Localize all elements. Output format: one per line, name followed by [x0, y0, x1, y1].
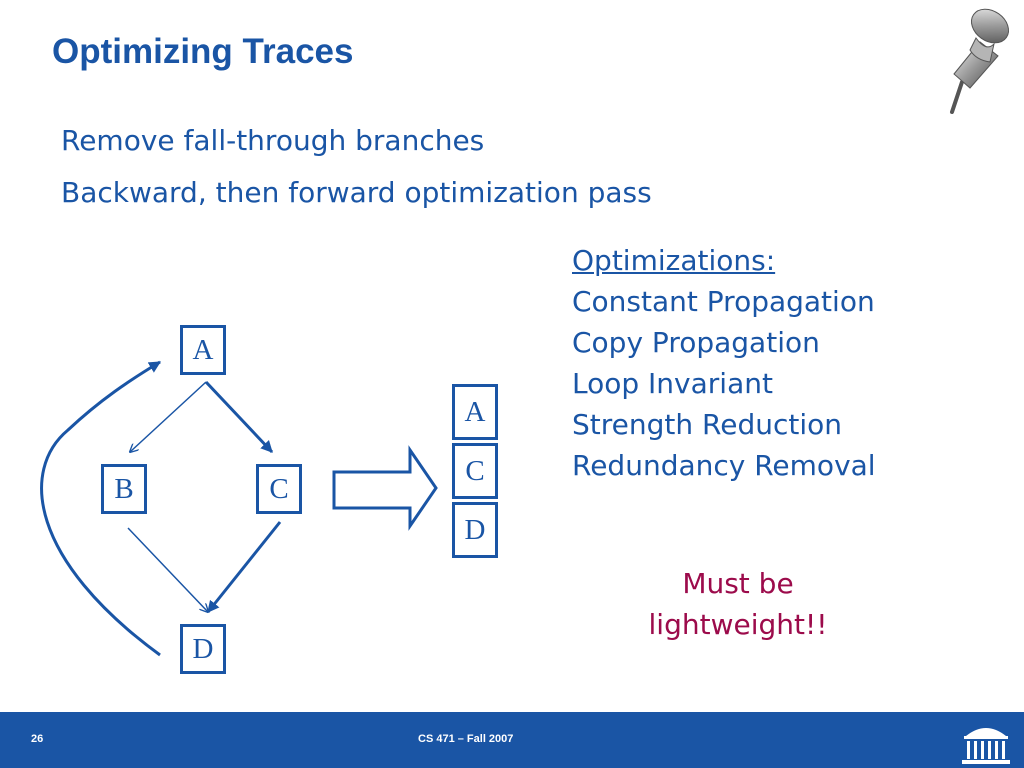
optimization-item: Constant Propagation: [572, 285, 875, 318]
trace-node-c: C: [452, 443, 498, 499]
university-rotunda-logo: [962, 728, 1010, 764]
optimization-item: Redundancy Removal: [572, 449, 876, 482]
lightweight-note-line2: lightweight!!: [648, 608, 828, 641]
optimization-item: Copy Propagation: [572, 326, 820, 359]
bullet-backward-forward-pass: Backward, then forward optimization pass: [61, 176, 652, 209]
optimizations-heading: Optimizations:: [572, 244, 776, 277]
course-label: CS 471 – Fall 2007: [418, 733, 514, 745]
slide-footer: 26 CS 471 – Fall 2007: [0, 712, 1024, 768]
edge-d-to-a-loop: [40, 360, 162, 657]
pushpin-icon: [950, 8, 1010, 114]
cfg-node-d: D: [180, 624, 226, 674]
optimizations-list: Optimizations: Constant Propagation Copy…: [572, 240, 876, 486]
trace-node-d: D: [452, 502, 498, 558]
cfg-node-c: C: [256, 464, 302, 514]
bullet-remove-fall-through: Remove fall-through branches: [61, 124, 485, 157]
transform-arrow: [332, 445, 438, 531]
edge-a-to-b: [130, 381, 207, 452]
optimization-item: Strength Reduction: [572, 408, 842, 441]
lightweight-note: Must be lightweight!!: [598, 563, 878, 645]
cfg-node-a: A: [180, 325, 226, 375]
edge-c-to-d: [206, 521, 282, 613]
slide-title: Optimizing Traces: [52, 32, 354, 71]
optimization-item: Loop Invariant: [572, 367, 773, 400]
cfg-node-b: B: [101, 464, 147, 514]
slide-number: 26: [31, 733, 44, 745]
trace-node-a: A: [452, 384, 498, 440]
lightweight-note-line1: Must be: [682, 567, 794, 600]
edge-a-to-c: [204, 380, 274, 454]
edge-b-to-d: [127, 527, 208, 612]
control-flow-diagram: [40, 360, 438, 657]
